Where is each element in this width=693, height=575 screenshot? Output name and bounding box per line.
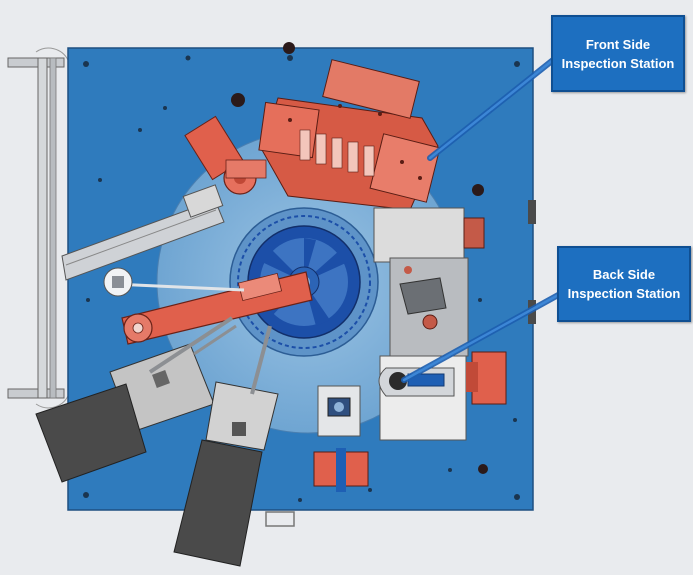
back-side-label-line2: Inspection Station xyxy=(567,286,681,301)
upper-left-red-feeder xyxy=(184,115,267,195)
front-side-leader-line-core xyxy=(428,58,555,160)
back-side-leader-line-core xyxy=(402,292,562,382)
bottom-center-module xyxy=(265,385,369,527)
bottom-actuator xyxy=(173,324,279,567)
front-side-label-line2: Inspection Station xyxy=(561,55,675,71)
front-side-inspection-station xyxy=(258,59,441,211)
left-guide-rail xyxy=(7,47,69,409)
right-gray-module xyxy=(373,207,485,357)
mounting-holes xyxy=(83,55,520,502)
right-edge-bracket xyxy=(528,200,536,224)
front-side-inspection-callout: Front Side Inspection Station xyxy=(551,15,685,92)
red-transfer-arm xyxy=(103,267,313,345)
front-side-label-line1: Front Side xyxy=(585,36,651,52)
back-side-label-line1: Back Side xyxy=(592,267,656,282)
infeed-gray-arm xyxy=(61,184,225,281)
back-side-inspection-callout: Back Side Inspection Station xyxy=(557,246,691,322)
lower-left-actuator xyxy=(35,316,234,483)
